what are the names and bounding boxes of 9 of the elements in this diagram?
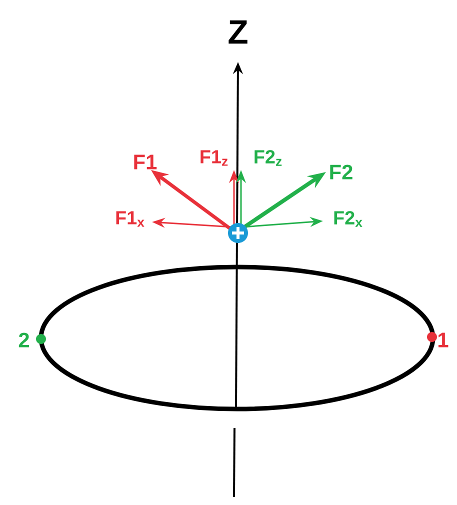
label: F1$_{z}$: [200, 150, 228, 166]
label: F2$_{z}$: [254, 150, 282, 166]
label: F1$_{x}$: [116, 211, 144, 227]
label: F2$_{x}$: [334, 211, 362, 227]
label: F1: [134, 154, 157, 170]
label: F2: [330, 164, 352, 180]
label: 2: [18, 332, 29, 348]
label: 1: [438, 332, 448, 348]
label: Z: [228, 20, 248, 44]
